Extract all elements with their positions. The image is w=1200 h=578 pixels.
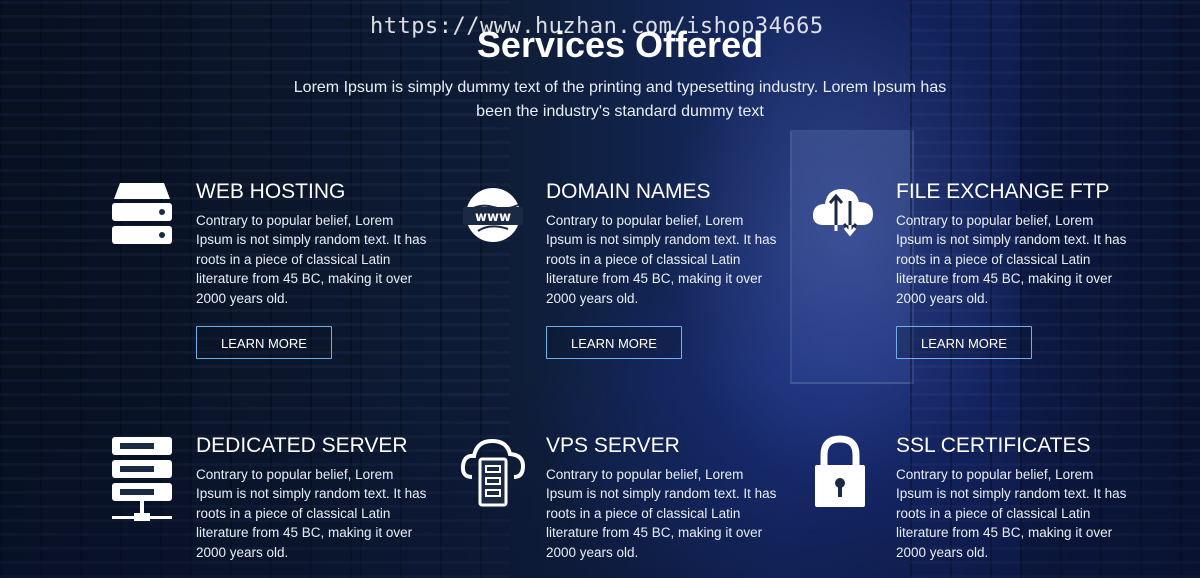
service-ssl-certificates: SSL CERTIFICATES Contrary to popular bel… [810,433,1130,573]
service-title: WEB HOSTING [196,180,346,203]
section-subtitle: Lorem Ipsum is simply dummy text of the … [293,79,947,120]
background-server-rack [190,0,360,578]
learn-more-button[interactable]: LEARN MORE [196,326,332,359]
cloud-transfer-icon [810,179,880,259]
service-title: VPS SERVER [546,434,680,457]
watermark-url: https://www.huzhan.com/ishop34665 [370,14,824,39]
service-description: Contrary to popular belief, Lorem Ipsum … [546,467,777,560]
service-title: DEDICATED SERVER [196,434,408,457]
service-title: SSL CERTIFICATES [896,434,1091,457]
learn-more-button[interactable]: LEARN MORE [546,326,682,359]
service-file-exchange-ftp: FILE EXCHANGE FTP Contrary to popular be… [810,179,1130,359]
service-description: Contrary to popular belief, Lorem Ipsum … [546,213,777,306]
background-server-rack [1020,0,1200,578]
service-description: Contrary to popular belief, Lorem Ipsum … [196,467,427,560]
service-domain-names: www DOMAIN NAMES Contrary to popular bel… [460,179,780,359]
padlock-icon [810,433,880,513]
www-icon-text: www [475,210,511,225]
service-title: DOMAIN NAMES [546,180,711,203]
service-description: Contrary to popular belief, Lorem Ipsum … [196,213,427,306]
section-title: Services Offered [476,24,764,65]
server-stack-icon [110,179,180,259]
service-description: Contrary to popular belief, Lorem Ipsum … [896,467,1127,560]
service-dedicated-server: DEDICATED SERVER Contrary to popular bel… [110,433,430,573]
service-title: FILE EXCHANGE FTP [896,180,1110,203]
background-floor [0,378,1200,578]
network-server-icon [110,433,180,521]
service-vps-server: VPS SERVER Contrary to popular belief, L… [460,433,780,573]
learn-more-button[interactable]: LEARN MORE [896,326,1032,359]
cloud-server-icon [460,433,530,513]
www-globe-icon: www [460,179,530,259]
service-web-hosting: WEB HOSTING Contrary to popular belief, … [110,179,430,359]
background-door [790,130,914,384]
service-description: Contrary to popular belief, Lorem Ipsum … [896,213,1127,306]
background-server-rack [0,0,190,578]
background-server-rack [910,0,1020,578]
